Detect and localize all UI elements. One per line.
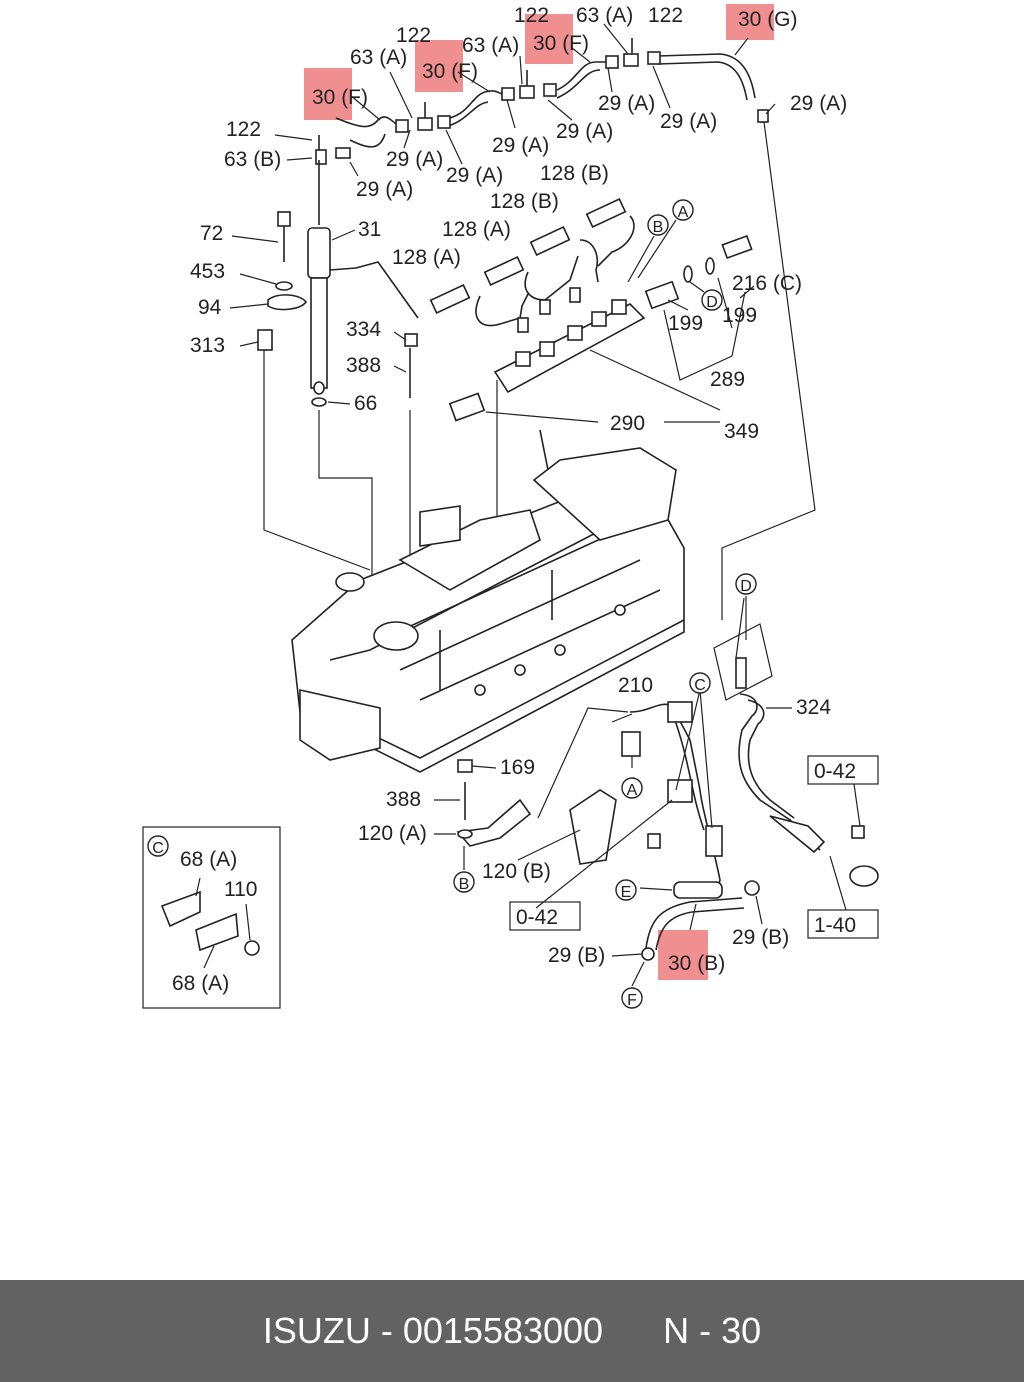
callout-label: 122: [226, 118, 261, 141]
marker-letter: B: [459, 876, 470, 893]
callout-label: 128 (A): [442, 218, 511, 241]
marker-letter: D: [706, 294, 718, 311]
callout-label: 30 (F): [422, 60, 478, 83]
callout-label: 128 (A): [392, 246, 461, 269]
callout-label: 290: [610, 412, 645, 435]
marker-letter: B: [653, 219, 664, 236]
circled-markers: A B D D C A B E F C: [147, 199, 757, 1009]
callout-label: 30 (G): [738, 8, 798, 31]
callout-label: 29 (A): [356, 178, 413, 201]
injector-assembly: [257, 160, 357, 407]
callout-label: 349: [724, 420, 759, 443]
marker-letter: A: [678, 204, 689, 221]
highlight-box: [415, 40, 463, 92]
callout-label: 334: [346, 318, 381, 341]
callout-label: 29 (A): [492, 134, 549, 157]
callout-label: 66: [354, 392, 377, 415]
callout-label: 453: [190, 260, 225, 283]
highlight-box: [726, 4, 774, 40]
reference-label: 0-42: [814, 760, 856, 783]
part-number: 0015583000: [402, 1310, 604, 1351]
callout-label: 31: [358, 218, 381, 241]
callout-label: 324: [796, 696, 831, 719]
boxed-references: 0-42 0-42 1-40: [509, 755, 879, 939]
callout-label: 29 (B): [732, 926, 789, 949]
injection-pipes: [355, 197, 753, 422]
callout-label: 29 (A): [790, 92, 847, 115]
marker-letter: C: [152, 840, 164, 857]
callout-label: 63 (B): [224, 148, 281, 171]
page-reference: N - 30: [663, 1310, 762, 1351]
callout-label: 94: [198, 296, 222, 319]
callout-label: 199: [722, 304, 757, 327]
callout-label: 63 (A): [350, 46, 407, 69]
callout-label: 388: [386, 788, 421, 811]
callout-label: 388: [346, 354, 381, 377]
highlight-box: [525, 14, 573, 64]
callout-label: 30 (F): [312, 86, 368, 109]
callout-label: 120 (A): [358, 822, 427, 845]
callout-label: 210: [618, 674, 653, 697]
callout-label: 289: [710, 368, 745, 391]
lower-pipe-assembly: [456, 597, 879, 961]
callout-label: 120 (B): [482, 860, 551, 883]
callout-label: 68 (A): [180, 848, 237, 871]
callout-label: 199: [668, 312, 703, 335]
inset-c: [142, 826, 281, 1009]
footer-bar: ISUZU - 0015583000 N - 30: [0, 1280, 1024, 1382]
callout-label: 29 (B): [548, 944, 605, 967]
highlight-box: [304, 68, 352, 120]
callout-label: 29 (A): [598, 92, 655, 115]
callout-label: 29 (A): [660, 110, 717, 133]
cylinder-head: [291, 429, 685, 773]
callout-label: 30 (F): [533, 32, 589, 55]
marker-letter: F: [627, 992, 637, 1009]
return-line: [721, 121, 816, 620]
highlight-box: [658, 930, 708, 980]
callout-label: 63 (A): [462, 34, 519, 57]
callout-label: 122: [396, 24, 431, 47]
callout-label: 30 (B): [668, 952, 725, 975]
callout-label: 29 (A): [556, 120, 613, 143]
marker-letter: A: [627, 782, 638, 799]
reference-label: 1-40: [814, 914, 856, 937]
callout-label: 63 (A): [576, 4, 633, 27]
callout-label: 128 (B): [490, 190, 559, 213]
leak-off-hose-group: [315, 38, 769, 165]
callout-label: 122: [514, 4, 549, 27]
callout-label: 313: [190, 334, 225, 357]
callout-label: 122: [648, 4, 683, 27]
brand-label: ISUZU: [262, 1310, 371, 1351]
marker-letter: C: [694, 677, 706, 694]
callout-label: 72: [200, 222, 223, 245]
callout-leaders: [195, 23, 861, 987]
callout-label: 110: [224, 878, 257, 901]
footer-gap: [603, 1310, 663, 1352]
callout-label: 169: [500, 756, 535, 779]
reference-label: 0-42: [516, 906, 558, 929]
marker-letter: D: [740, 578, 752, 595]
marker-letter: E: [621, 884, 632, 901]
callout-label: 29 (A): [446, 164, 503, 187]
callout-label: 216 (C): [732, 272, 802, 295]
footer-separator: -: [370, 1310, 403, 1351]
callout-label: 29 (A): [386, 148, 443, 171]
callout-label: 68 (A): [172, 972, 229, 995]
parts-diagram: 30 (F) 30 (F) 30 (F) 30 (G) 30 (B) 122 1…: [142, 4, 879, 1009]
callout-label: 128 (B): [540, 162, 609, 185]
callout-labels: 30 (F) 30 (F) 30 (F) 30 (G) 30 (B) 122 1…: [172, 4, 847, 995]
